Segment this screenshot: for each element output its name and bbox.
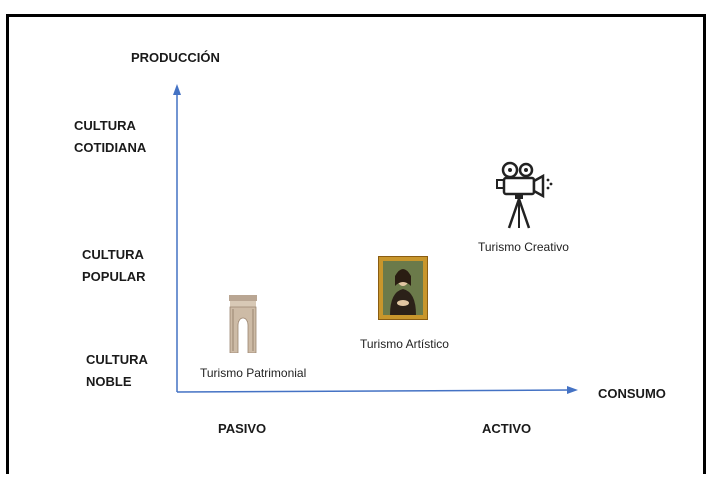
item-label-creativo: Turismo Creativo xyxy=(478,240,569,254)
framed-portrait-icon xyxy=(378,256,428,320)
x-level-activo: ACTIVO xyxy=(482,421,532,436)
x-axis-line xyxy=(176,389,572,393)
item-label-artistico: Turismo Artístico xyxy=(360,337,449,351)
diagram-frame xyxy=(6,14,706,474)
x-level-pasivo: PASIVO xyxy=(218,421,267,436)
x-axis-title: CONSUMO xyxy=(598,386,666,401)
item-label-patrimonial: Turismo Patrimonial xyxy=(200,366,307,380)
triumphal-arch-icon xyxy=(229,295,257,353)
y-axis-arrowhead xyxy=(173,84,181,95)
y-axis-title: PRODUCCIÓN xyxy=(131,50,220,65)
film-camera-icon xyxy=(496,161,553,229)
x-axis-arrowhead xyxy=(567,386,578,394)
